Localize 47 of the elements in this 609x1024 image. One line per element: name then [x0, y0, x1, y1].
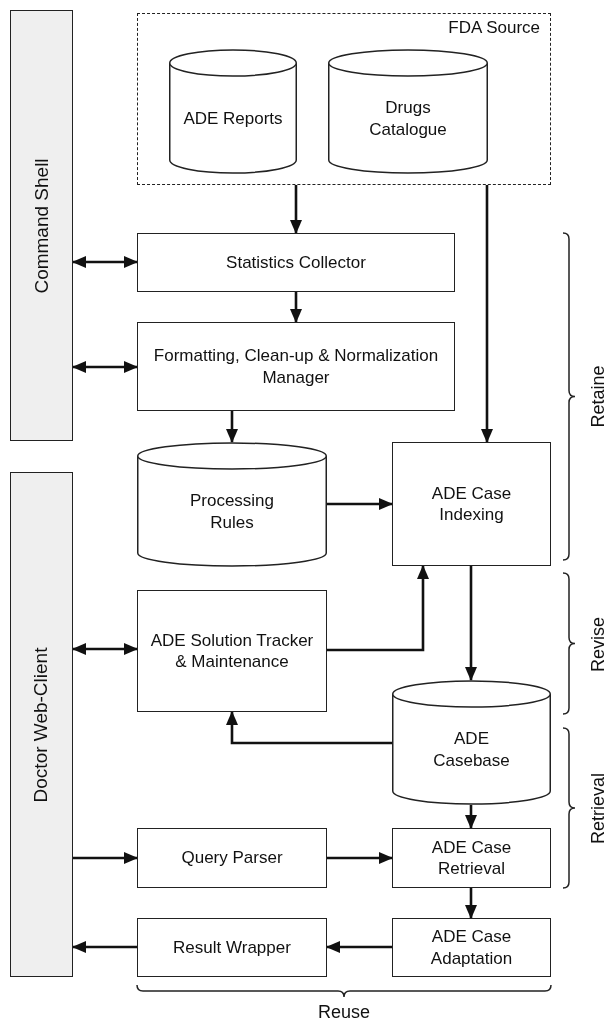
arrow [326, 941, 392, 953]
arrow [327, 852, 393, 864]
node-label: Doctor Web-Client [30, 647, 53, 802]
arrow [73, 852, 138, 864]
arrow [72, 941, 137, 953]
arrow [290, 185, 302, 234]
arrow [327, 498, 393, 510]
arrow [226, 711, 392, 745]
phase-label: Retrieval [587, 772, 609, 844]
process-box [137, 918, 327, 977]
arrow [465, 805, 477, 829]
phase-label: Revise [587, 616, 609, 672]
process-box [392, 918, 551, 977]
arrow [327, 565, 429, 652]
arrow [290, 292, 302, 323]
arrow [72, 256, 138, 268]
node-label: ADE Case Retrieval [430, 836, 513, 880]
arrow [465, 566, 477, 681]
node-label: ADE Case Indexing [430, 482, 513, 526]
process-box [137, 828, 327, 888]
node-label: Query Parser [181, 847, 283, 869]
phase-label: Retaine [587, 365, 609, 427]
node-label: Formatting, Clean-up & Normalization Manager [152, 345, 440, 388]
node-label: Processing Rules [188, 490, 276, 533]
phase-label: Reuse [318, 1001, 371, 1023]
node-label: Command Shell [30, 157, 53, 294]
node-label: Drugs Catalogue [368, 97, 448, 140]
process-box [137, 322, 455, 411]
node-label: Statistics Collector [226, 251, 366, 274]
node-label: ADE Solution Tracker & Maintenance [149, 629, 315, 673]
process-box [137, 590, 327, 712]
arrow [465, 888, 477, 919]
dashed-group-box [137, 13, 551, 185]
node-label: ADE Case Adaptation [429, 926, 514, 969]
process-box [392, 828, 551, 888]
arrow [481, 185, 493, 443]
side-panel [10, 10, 73, 441]
arrow [72, 361, 138, 373]
node-label: Result Wrapper [173, 936, 291, 959]
node-label: ADE Casebase [432, 728, 511, 771]
process-box [137, 233, 455, 292]
group-title: FDA Source [448, 18, 540, 38]
side-panel [10, 472, 73, 977]
node-label: ADE Reports [183, 107, 283, 130]
arrow [72, 643, 138, 655]
process-box [392, 442, 551, 566]
arrow [226, 411, 238, 443]
